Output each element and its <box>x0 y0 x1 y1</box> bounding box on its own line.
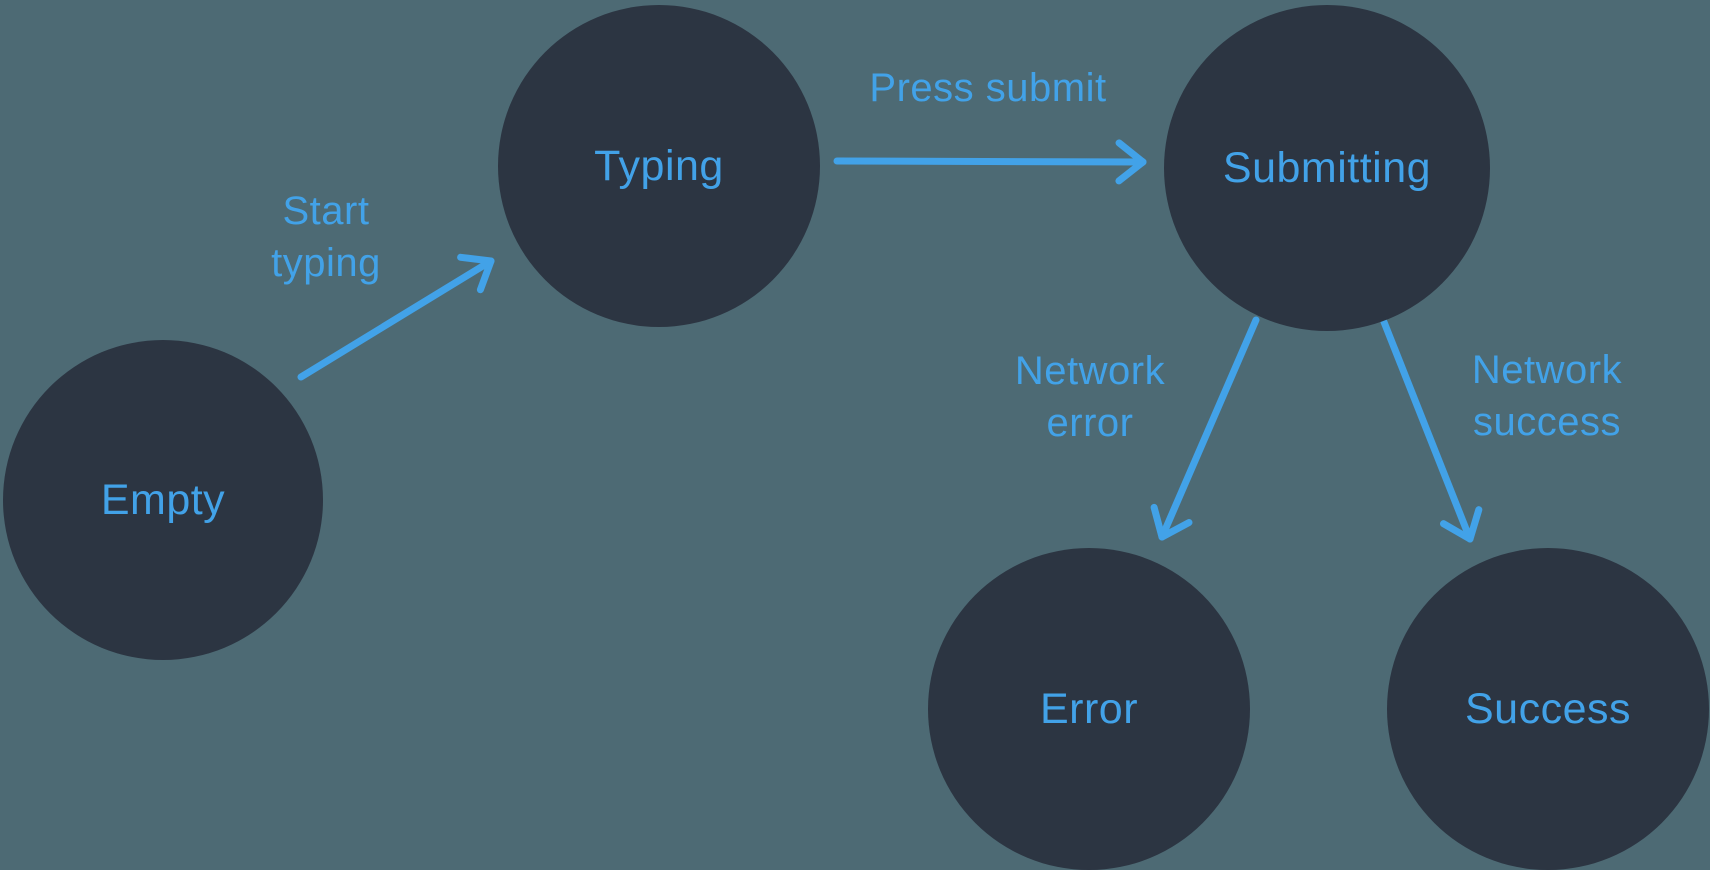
state-label-empty: Empty <box>100 475 226 524</box>
transition-label-line: typing <box>271 241 381 285</box>
transition-label-line: Start <box>282 189 370 233</box>
transition-label-line: Network <box>1471 348 1623 392</box>
arrow-network-error <box>1150 316 1260 541</box>
transition-label-line: Press submit <box>869 66 1107 110</box>
state-node-error: Error <box>928 548 1250 870</box>
state-node-empty: Empty <box>3 340 323 660</box>
transition-label-line: error <box>1046 401 1134 445</box>
state-node-typing: Typing <box>498 5 820 327</box>
arrow-network-success <box>1380 318 1483 543</box>
state-label-success: Success <box>1464 684 1631 733</box>
transition-label-line: Network <box>1014 349 1166 393</box>
state-label-submitting: Submitting <box>1222 143 1432 192</box>
transition-label-line: success <box>1472 400 1621 444</box>
state-label-error: Error <box>1039 684 1139 733</box>
state-node-submitting: Submitting <box>1164 5 1490 331</box>
transition-label-network-success: Network success <box>1472 344 1622 448</box>
transition-label-start-typing: Start typing <box>271 185 381 289</box>
state-label-typing: Typing <box>594 141 724 190</box>
transition-label-network-error: Network error <box>1015 345 1165 449</box>
arrow-press-submit <box>833 139 1147 185</box>
state-node-success: Success <box>1387 548 1709 870</box>
transition-label-press-submit: Press submit <box>869 62 1106 114</box>
